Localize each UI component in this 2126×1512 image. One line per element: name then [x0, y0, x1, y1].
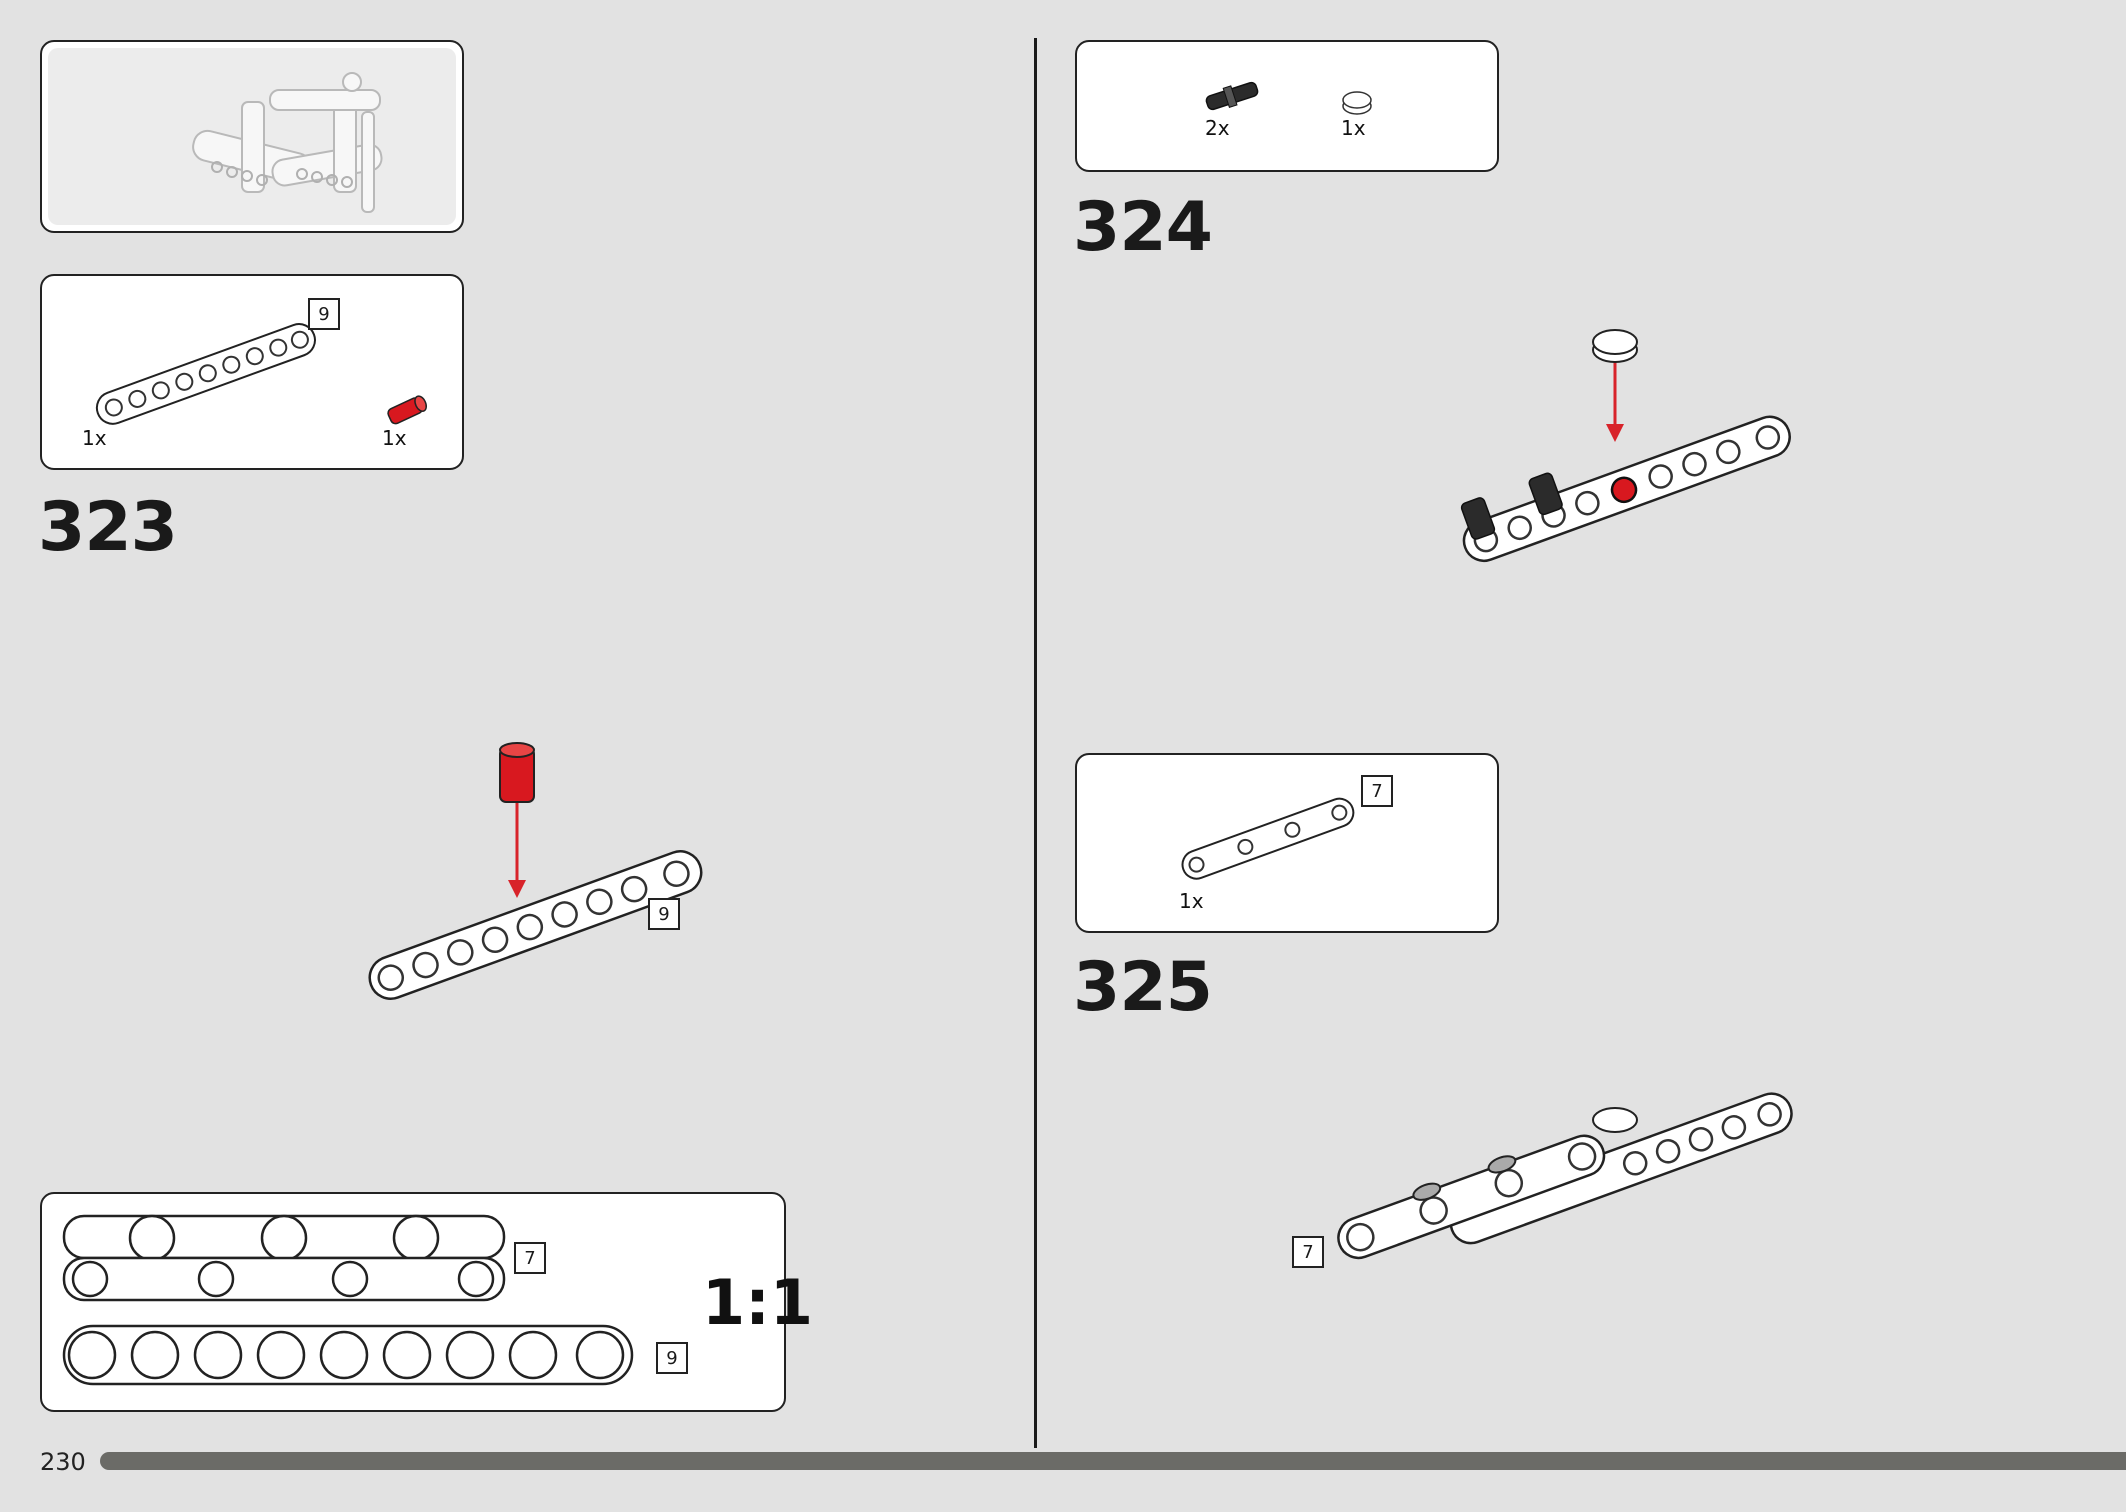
scale-label: 1:1 — [702, 1266, 814, 1339]
subassembly-preview — [40, 40, 464, 233]
page-number: 230 — [40, 1448, 86, 1476]
page-divider — [1034, 38, 1037, 1448]
qty-label: 1x — [1341, 116, 1366, 140]
beam-length-box: 9 — [648, 898, 680, 930]
white-round-tile-part-image — [1342, 91, 1372, 115]
scale-beam-length-box: 9 — [656, 1342, 688, 1374]
scale-guide: 7 9 1:1 — [40, 1192, 813, 1412]
qty-label: 2x — [1205, 116, 1230, 140]
subassembly-image — [192, 72, 383, 213]
qty-label: 1x — [1179, 889, 1204, 913]
scale-beam-length-box: 7 — [514, 1242, 546, 1274]
beam-length-box: 7 — [1292, 1236, 1324, 1268]
beam-9-scale-image — [62, 1324, 634, 1386]
step-number: 325 — [1073, 948, 1213, 1027]
step-323-illustration — [368, 742, 703, 1000]
black-axle-pin-part-image — [1205, 81, 1259, 111]
parts-list-323: 9 1x 1x — [40, 274, 464, 470]
progress-bar — [100, 1452, 2126, 1470]
parts-list-325: 7 1x — [1075, 753, 1499, 933]
step-325-illustration — [1337, 1092, 1793, 1260]
qty-label: 1x — [382, 426, 407, 450]
parts-list-324: 2x 1x — [1075, 40, 1499, 172]
beam-7-scale-image — [62, 1214, 506, 1302]
beam-length-box: 7 — [1361, 775, 1393, 807]
step-number: 324 — [1073, 188, 1213, 267]
beam-7-part-image — [1181, 797, 1355, 880]
beam-9-part-image — [95, 323, 316, 425]
qty-label: 1x — [82, 426, 107, 450]
red-pin-part-image — [387, 395, 427, 425]
step-number: 323 — [38, 488, 178, 567]
beam-length-box: 9 — [308, 298, 340, 330]
step-324-illustration — [1460, 329, 1791, 563]
